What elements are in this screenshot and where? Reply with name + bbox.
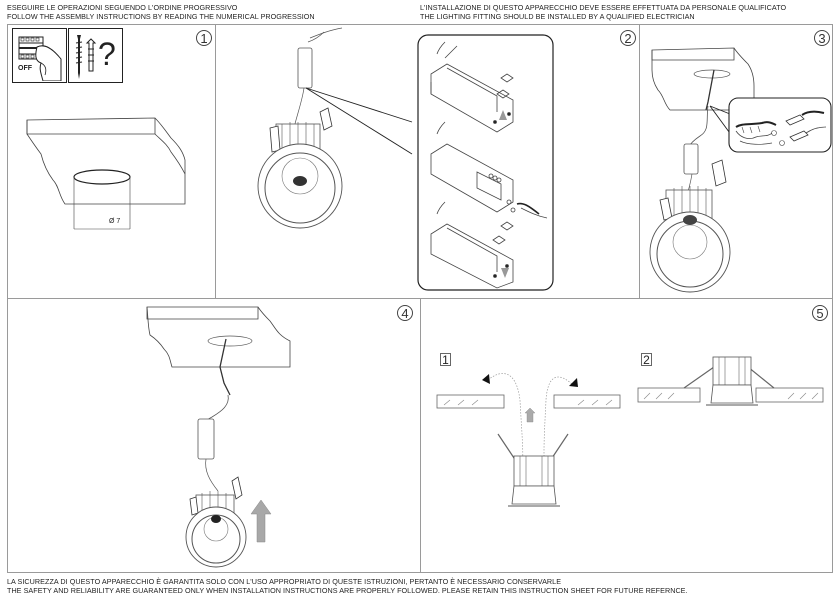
off-label: OFF	[18, 65, 32, 72]
step-number-3: 3	[814, 30, 830, 46]
screw-question-icon: ?	[68, 28, 123, 83]
installed-downlight-drawing	[637, 356, 824, 406]
step-number-1: 1	[196, 30, 212, 46]
insert-downlight-drawing	[146, 306, 291, 568]
screw-and-plug-graphic	[75, 35, 97, 79]
step-number-2: 2	[620, 30, 636, 46]
up-arrow-icon	[250, 499, 272, 543]
ceiling-hole-drawing	[26, 117, 186, 230]
substep-label-1: 1	[440, 353, 451, 366]
footer-italian-text: LA SICUREZZA DI QUESTO APPARECCHIO È GAR…	[7, 577, 562, 586]
driver-close-cover	[430, 201, 514, 289]
header-italian-text: ESEGUIRE LE OPERAZIONI SEGUENDO L'ORDINE…	[7, 3, 238, 12]
substep-label-2: 2	[641, 353, 652, 366]
driver-terminal-connection	[430, 121, 548, 219]
spring-clip-insertion-drawing	[436, 373, 621, 507]
step-number-4: 4	[397, 305, 413, 321]
header-instructions-right: L'INSTALLAZIONE DI QUESTO APPARECCHIO DE…	[420, 3, 786, 21]
question-mark: ?	[98, 36, 116, 72]
header-english-warning: THE LIGHTING FITTING SHOULD BE INSTALLED…	[420, 12, 695, 21]
hole-diameter-label: Ø 7	[109, 218, 121, 225]
power-off-icon: OFF	[12, 28, 67, 83]
divider-step2-step3	[639, 24, 640, 298]
footer-english-text: THE SAFETY AND RELIABILITY ARE GUARANTEE…	[7, 586, 688, 595]
terminal-block-callout	[728, 97, 832, 153]
mains-connection-drawing	[649, 47, 755, 293]
divider-step1-step2	[215, 24, 216, 298]
header-instructions-left: ESEGUIRE LE OPERAZIONI SEGUENDO L'ORDINE…	[7, 3, 315, 21]
divider-step4-step5	[420, 298, 421, 573]
step-number-5: 5	[812, 305, 828, 321]
header-italian-warning: L'INSTALLAZIONE DI QUESTO APPARECCHIO DE…	[420, 3, 787, 12]
header-english-text: FOLLOW THE ASSEMBLY INSTRUCTIONS BY READ…	[7, 12, 315, 21]
driver-wiring-detail-callout	[417, 34, 554, 291]
downlight-with-driver-drawing	[257, 27, 413, 229]
footer-safety-notice: LA SICUREZZA DI QUESTO APPARECCHIO È GAR…	[7, 577, 688, 595]
breaker-switch-graphic	[18, 36, 62, 82]
driver-open-cover	[430, 41, 514, 133]
